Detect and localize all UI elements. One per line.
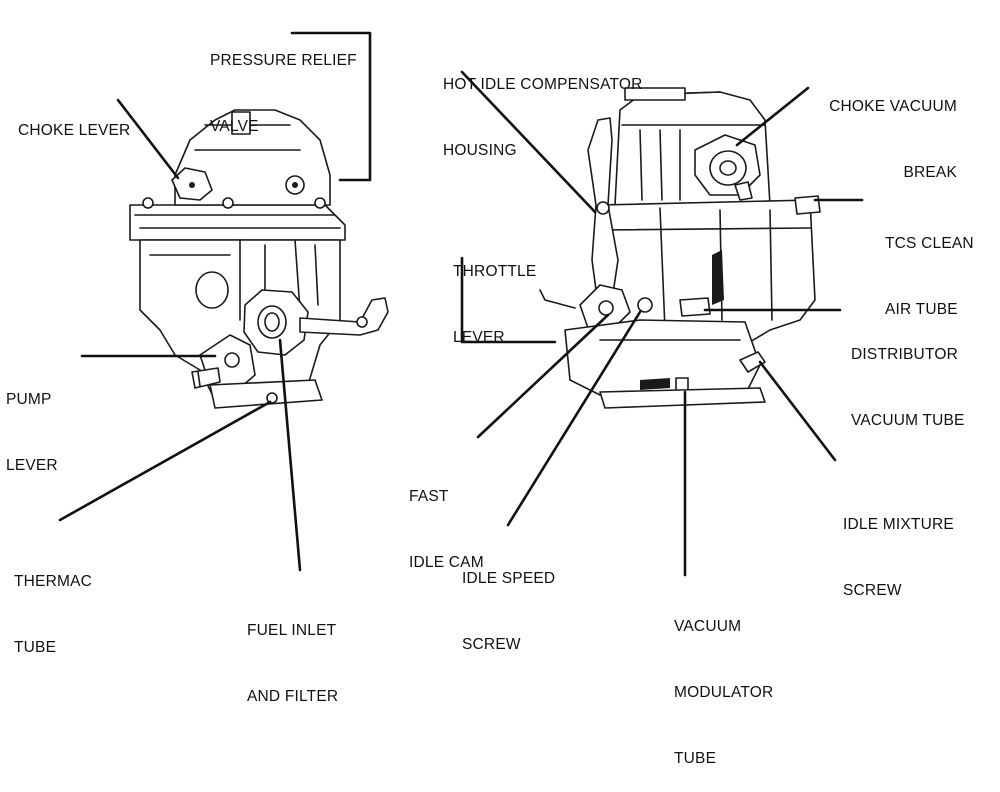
label-choke-vacuum-break: CHOKE VACUUM BREAK [829, 98, 957, 181]
left-carburetor-drawing [129, 109, 389, 409]
label-thermac-tube: THERMAC TUBE [14, 573, 93, 656]
label-pump-lever: PUMP LEVER [6, 391, 58, 474]
label-vacuum-modulator-tube: VACUUM MODULATOR TUBE [674, 618, 774, 767]
label-pressure-relief-valve: PRESSURE RELIEF VALVE [210, 52, 357, 135]
label-idle-speed-screw: IDLE SPEED SCREW [462, 570, 556, 653]
carburetor-diagram: PRESSURE RELIEF VALVE CHOKE LEVER PUMP L… [6, 31, 974, 767]
label-fast-idle-cam: FAST IDLE CAM [409, 488, 484, 571]
label-throttle-lever: THROTTLE LEVER [453, 263, 537, 346]
carburetor-illustration [58, 31, 864, 577]
label-choke-lever: CHOKE LEVER [18, 122, 131, 139]
label-idle-mixture-screw: IDLE MIXTURE SCREW [843, 516, 954, 599]
leader-lines [58, 31, 864, 577]
label-fuel-inlet-and-filter: FUEL INLET AND FILTER [247, 622, 339, 705]
label-hot-idle-compensator-housing: HOT IDLE COMPENSATOR HOUSING [443, 76, 643, 159]
label-tcs-clean-air-tube: TCS CLEAN AIR TUBE [885, 235, 974, 318]
label-distributor-vacuum-tube: DISTRIBUTOR VACUUM TUBE [851, 346, 965, 429]
